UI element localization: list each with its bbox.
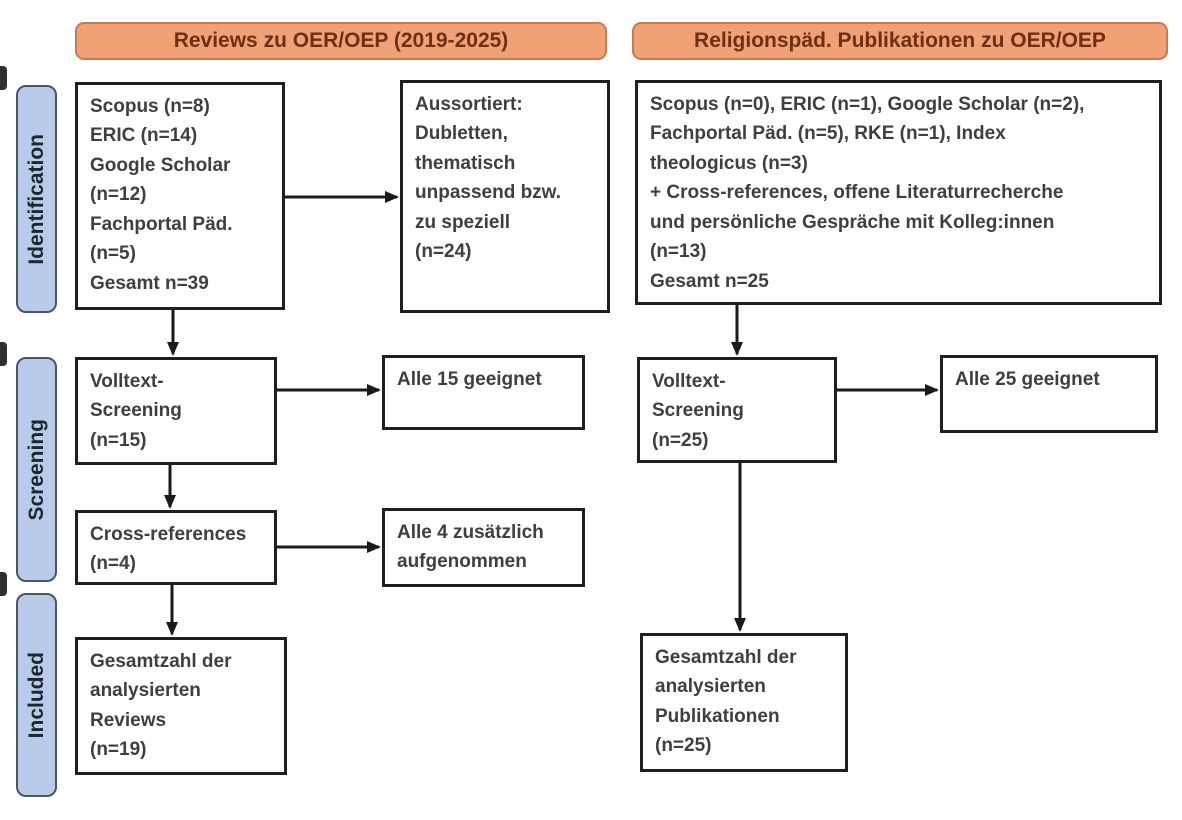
stage-included-text: Included bbox=[24, 651, 48, 739]
left-column-header-label: Reviews zu OER/OEP (2019-2025) bbox=[173, 29, 509, 52]
left-column-header: Reviews zu OER/OEP (2019-2025) bbox=[75, 22, 607, 60]
right-included-box: Gesamtzahl der analysierten Publikatione… bbox=[640, 633, 848, 772]
right-fulltext-screening-box: Volltext- Screening (n=25) bbox=[637, 357, 837, 463]
right-sources-box: Scopus (n=0), ERIC (n=1), Google Scholar… bbox=[635, 80, 1162, 305]
left-crossref-result-box: Alle 4 zusätzlich aufgenommen bbox=[382, 508, 585, 587]
stage-identification-text: Identification bbox=[24, 133, 48, 265]
left-included-box: Gesamtzahl der analysierten Reviews (n=1… bbox=[75, 637, 287, 775]
stage-label-included: Included bbox=[16, 593, 57, 797]
left-edge-artifact bbox=[0, 342, 7, 366]
stage-label-screening: Screening bbox=[16, 357, 57, 582]
stage-screening-text: Screening bbox=[24, 418, 48, 521]
right-fulltext-result-box: Alle 25 geeignet bbox=[940, 355, 1158, 433]
left-sources-box: Scopus (n=8) ERIC (n=14) Google Scholar … bbox=[75, 82, 285, 310]
left-fulltext-screening-box: Volltext- Screening (n=15) bbox=[75, 357, 277, 465]
left-fulltext-result-box: Alle 15 geeignet bbox=[382, 355, 585, 430]
left-edge-artifact bbox=[0, 572, 7, 596]
left-edge-artifact bbox=[0, 66, 7, 90]
left-crossref-box: Cross-references (n=4) bbox=[75, 510, 277, 585]
right-column-header-label: Religionspäd. Publikationen zu OER/OEP bbox=[694, 29, 1106, 52]
right-column-header: Religionspäd. Publikationen zu OER/OEP bbox=[632, 22, 1168, 60]
left-excluded-box: Aussortiert: Dubletten, thematisch unpas… bbox=[400, 80, 610, 313]
stage-label-identification: Identification bbox=[16, 85, 57, 313]
